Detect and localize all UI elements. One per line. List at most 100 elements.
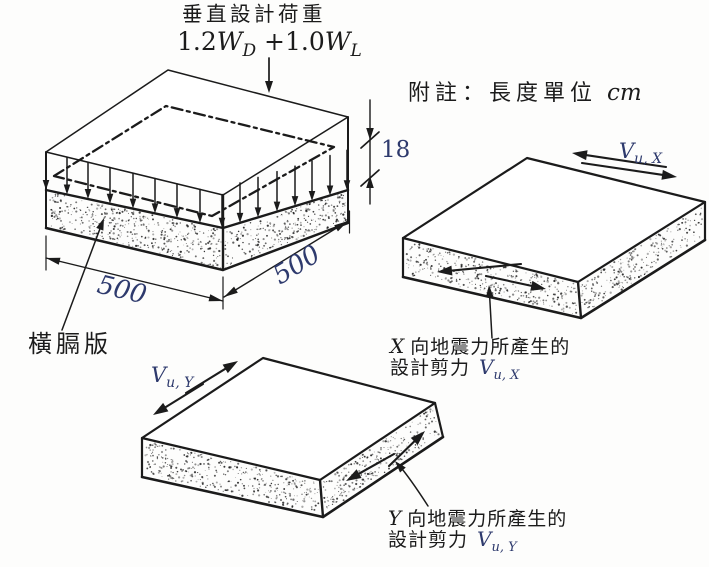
stipple-dot [149, 446, 151, 448]
stipple-dot [664, 249, 666, 252]
stipple-dot [296, 208, 298, 210]
stipple-dot [462, 283, 465, 286]
stipple-dot [323, 500, 327, 504]
stipple-dot [572, 287, 575, 290]
stipple-dot [116, 237, 119, 240]
stipple-dot [502, 283, 505, 286]
stipple-dot [319, 214, 321, 217]
stipple-dot [655, 234, 657, 237]
stipple-dot [167, 240, 170, 243]
stipple-dot [334, 487, 336, 490]
stipple-dot [167, 474, 169, 477]
stipple-dot [161, 444, 164, 447]
stipple-dot [58, 210, 61, 213]
stipple-dot [96, 204, 99, 207]
stipple-dot [171, 229, 174, 232]
stipple-dot [554, 286, 556, 288]
stipple-dot [657, 251, 660, 253]
stipple-dot [281, 213, 283, 216]
stipple-dot [317, 488, 319, 490]
stipple-dot [291, 208, 293, 211]
stipple-dot [55, 201, 57, 203]
stipple-dot [112, 227, 115, 231]
stipple-dot [352, 488, 355, 491]
stipple-dot [139, 219, 142, 222]
stipple-dot [368, 473, 371, 475]
stipple-dot [127, 212, 130, 214]
stipple-dot [145, 226, 148, 228]
stipple-dot [190, 242, 192, 244]
load-arrow-head [129, 198, 137, 209]
stipple-dot [270, 486, 272, 488]
stipple-dot [269, 246, 271, 249]
stipple-dot [80, 216, 83, 218]
stipple-dot [273, 238, 276, 241]
stipple-dot [150, 471, 153, 473]
stipple-dot [151, 245, 154, 247]
stipple-dot [313, 482, 315, 484]
stipple-dot [411, 246, 413, 248]
stipple-dot [239, 469, 241, 471]
stipple-dot [145, 446, 148, 449]
stipple-dot [305, 494, 307, 496]
stipple-dot [74, 228, 76, 230]
stipple-dot [529, 281, 532, 284]
stipple-dot [494, 289, 497, 292]
stipple-dot [192, 466, 194, 469]
stipple-dot [313, 219, 314, 221]
stipple-dot [621, 273, 624, 276]
stipple-dot [262, 247, 264, 249]
stipple-dot [565, 301, 568, 304]
stipple-dot [113, 226, 115, 228]
stipple-dot [580, 294, 583, 297]
stipple-dot [54, 196, 56, 197]
stipple-dot [138, 225, 139, 227]
stipple-dot [87, 206, 89, 209]
stipple-dot [551, 305, 553, 307]
stipple-dot [343, 484, 345, 487]
stipple-dot [534, 276, 536, 278]
stipple-dot [658, 248, 660, 250]
stipple-dot [272, 225, 275, 228]
stipple-dot [332, 222, 335, 224]
stipple-dot [504, 266, 507, 269]
stipple-dot [193, 224, 195, 227]
stipple-dot [118, 217, 120, 220]
stipple-dot [203, 250, 206, 253]
stipple-dot [153, 464, 155, 465]
stipple-dot [152, 454, 154, 457]
stipple-dot [164, 461, 167, 464]
stipple-dot [93, 225, 95, 228]
stipple-dot [286, 238, 289, 240]
stipple-dot [429, 408, 432, 411]
stipple-dot [467, 257, 471, 260]
stipple-dot [308, 202, 312, 205]
stipple-dot [532, 295, 535, 298]
stipple-dot [661, 247, 663, 249]
stipple-dot [515, 275, 518, 277]
stipple-dot [212, 250, 215, 253]
stipple-dot [239, 238, 241, 240]
stipple-dot [147, 218, 149, 220]
stipple-dot [333, 205, 336, 208]
stipple-dot [326, 499, 329, 502]
stipple-dot [185, 224, 189, 227]
stipple-dot [197, 243, 200, 246]
stipple-dot [172, 447, 175, 450]
stipple-dot [311, 229, 313, 231]
stipple-dot [591, 278, 594, 281]
stipple-dot [294, 210, 297, 212]
stipple-dot [68, 221, 71, 224]
stipple-dot [677, 229, 679, 232]
stipple-dot [342, 205, 344, 207]
stipple-dot [628, 277, 631, 280]
stipple-dot [413, 274, 416, 277]
stipple-dot [279, 241, 281, 243]
stipple-dot [280, 475, 282, 478]
stipple-dot [188, 251, 190, 253]
vux-v: V [619, 139, 636, 163]
stipple-dot [376, 475, 378, 477]
stipple-dot [319, 199, 322, 202]
stipple-dot [630, 258, 633, 261]
stipple-dot [283, 482, 285, 484]
